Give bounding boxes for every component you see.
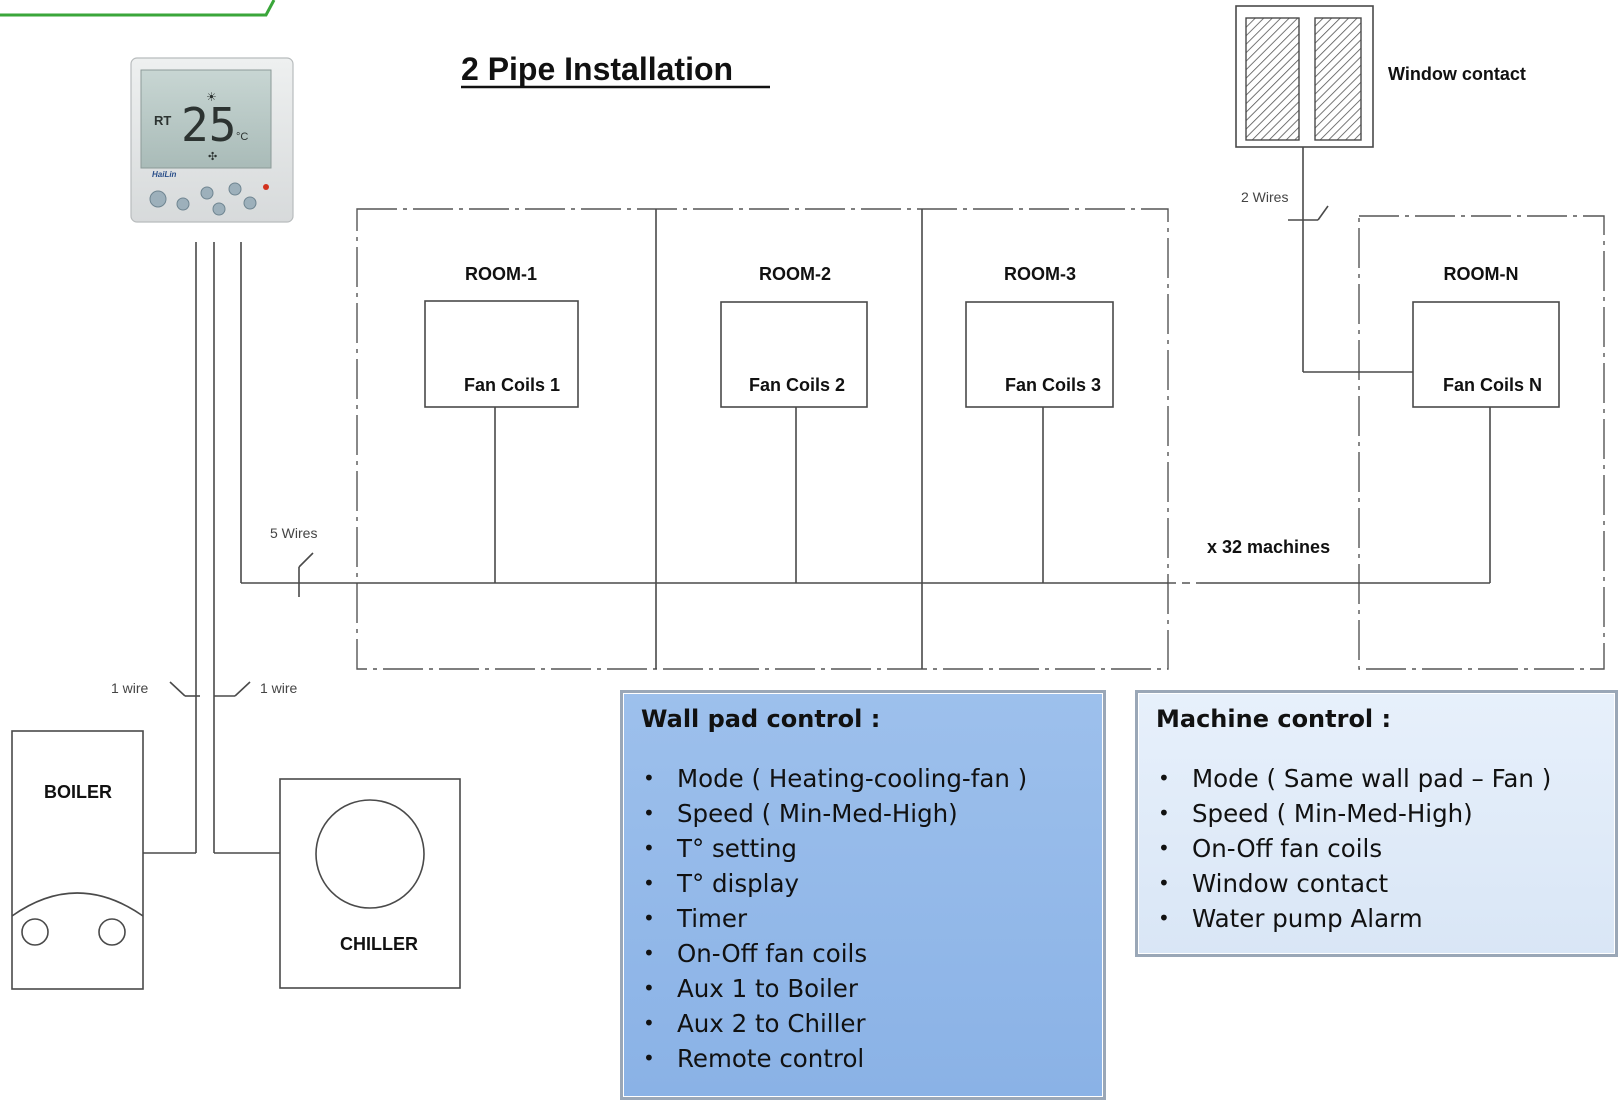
window-wires-label: 2 Wires bbox=[1241, 189, 1288, 205]
wall-pad-heading: Wall pad control : bbox=[641, 705, 881, 733]
wall-pad-item: T° display bbox=[641, 866, 1085, 901]
thermostat: RT 25 °C ☀ ✣ HaiLin bbox=[130, 57, 294, 223]
wall-pad-item: Remote control bbox=[641, 1041, 1085, 1076]
sun-icon: ☀ bbox=[206, 90, 217, 104]
fan-coil-label: Fan Coils 2 bbox=[749, 375, 845, 395]
rooms-enclosure bbox=[356, 208, 1169, 670]
thermostat-mode: RT bbox=[154, 113, 171, 128]
chiller-wire-label: 1 wire bbox=[260, 680, 298, 696]
wall-pad-item: Timer bbox=[641, 901, 1085, 936]
fan-coil-box bbox=[965, 301, 1114, 408]
machine-item: On-Off fan coils bbox=[1156, 831, 1597, 866]
power-led-icon bbox=[263, 184, 269, 190]
room-label: ROOM-N bbox=[1444, 264, 1519, 284]
window-wire-tick bbox=[1317, 205, 1329, 221]
machines-count-label: x 32 machines bbox=[1207, 537, 1330, 557]
boiler-label: BOILER bbox=[44, 782, 112, 802]
fan-icon: ✣ bbox=[208, 151, 217, 163]
fan-coil-box bbox=[720, 301, 868, 408]
chiller-wire-tick bbox=[234, 681, 251, 697]
machine-control-panel: Machine control : Mode ( Same wall pad –… bbox=[1135, 690, 1618, 957]
machine-heading: Machine control : bbox=[1156, 705, 1392, 733]
thermostat-button bbox=[228, 182, 242, 196]
window-contact bbox=[1235, 5, 1374, 148]
room-label: ROOM-1 bbox=[465, 264, 537, 284]
corner-accent bbox=[0, 0, 276, 17]
thermostat-button bbox=[200, 186, 214, 200]
fan-coil-box bbox=[1412, 301, 1560, 408]
wall-pad-item: T° setting bbox=[641, 831, 1085, 866]
machine-item: Speed ( Min-Med-High) bbox=[1156, 796, 1597, 831]
fan-coil-box bbox=[424, 300, 579, 408]
room-label: ROOM-2 bbox=[759, 264, 831, 284]
diagram-title: 2 Pipe Installation bbox=[461, 51, 733, 87]
fan-coil-label: Fan Coils N bbox=[1443, 375, 1542, 395]
bus-tick bbox=[298, 552, 314, 568]
wall-pad-item: Aux 1 to Boiler bbox=[641, 971, 1085, 1006]
bus-wires-label: 5 Wires bbox=[270, 525, 317, 541]
fan-coil-label: Fan Coils 3 bbox=[1005, 375, 1101, 395]
wall-pad-control-panel: Wall pad control : Mode ( Heating-coolin… bbox=[620, 690, 1106, 1100]
boiler bbox=[11, 730, 144, 990]
thermostat-brand: HaiLin bbox=[152, 170, 177, 179]
thermostat-button bbox=[149, 190, 167, 208]
wall-pad-list: Mode ( Heating-cooling-fan ) Speed ( Min… bbox=[641, 761, 1085, 1076]
room-label: ROOM-3 bbox=[1004, 264, 1076, 284]
wall-pad-item: Mode ( Heating-cooling-fan ) bbox=[641, 761, 1085, 796]
thermostat-button bbox=[243, 196, 257, 210]
window-contact-label: Window contact bbox=[1388, 64, 1526, 84]
boiler-wire-label: 1 wire bbox=[111, 680, 149, 696]
wall-pad-item: Speed ( Min-Med-High) bbox=[641, 796, 1085, 831]
machine-item: Mode ( Same wall pad – Fan ) bbox=[1156, 761, 1597, 796]
room-n-enclosure bbox=[1358, 215, 1605, 670]
chiller bbox=[279, 778, 461, 989]
machine-list: Mode ( Same wall pad – Fan ) Speed ( Min… bbox=[1156, 761, 1597, 936]
chiller-label: CHILLER bbox=[340, 934, 418, 954]
boiler-wire-tick bbox=[169, 681, 186, 697]
machine-item: Window contact bbox=[1156, 866, 1597, 901]
machine-item: Water pump Alarm bbox=[1156, 901, 1597, 936]
thermostat-unit: °C bbox=[236, 131, 248, 143]
thermostat-temperature: 25 bbox=[181, 98, 236, 152]
wall-pad-item: Aux 2 to Chiller bbox=[641, 1006, 1085, 1041]
thermostat-button bbox=[176, 197, 190, 211]
thermostat-button bbox=[212, 202, 226, 216]
wall-pad-item: On-Off fan coils bbox=[641, 936, 1085, 971]
fan-coil-label: Fan Coils 1 bbox=[464, 375, 560, 395]
